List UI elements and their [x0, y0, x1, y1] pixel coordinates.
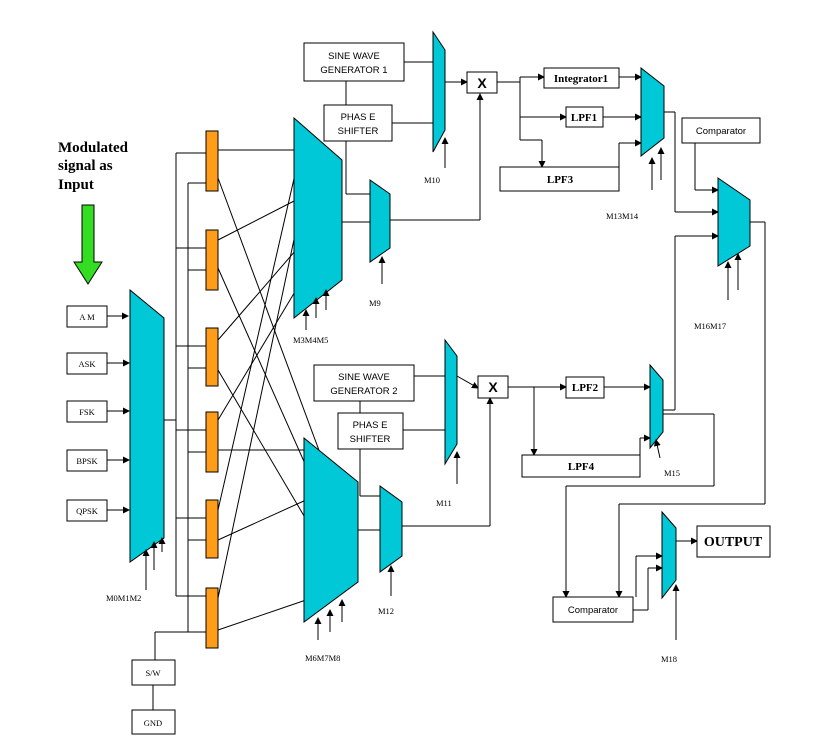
comparator-2: Comparator — [552, 596, 634, 623]
mux-m16m17 — [717, 177, 751, 267]
switch-6 — [205, 587, 219, 649]
gnd-block: GND — [131, 709, 176, 735]
output-mux-wires — [633, 537, 698, 611]
lower-filter-wires — [508, 383, 651, 456]
svg-text:SINE WAVE: SINE WAVE — [328, 51, 380, 62]
svg-text:GND: GND — [144, 718, 162, 728]
mux-m13-label: M13M14 — [606, 211, 639, 221]
input-fsk: FSK — [66, 400, 108, 423]
svg-text:BPSK: BPSK — [76, 456, 98, 466]
svg-text:A M: A M — [79, 312, 95, 322]
svg-text:LPF2: LPF2 — [572, 382, 599, 394]
svg-text:SHIFTER: SHIFTER — [338, 126, 379, 137]
mux-m16-label: M16M17 — [694, 321, 726, 331]
input-arrow-icon — [73, 204, 103, 285]
svg-text:GENERATOR 2: GENERATOR 2 — [330, 386, 397, 397]
svg-text:Integrator1: Integrator1 — [554, 73, 608, 85]
svg-text:Comparator: Comparator — [696, 126, 746, 137]
m15-output-wires — [562, 232, 719, 598]
mux-m10 — [432, 30, 446, 153]
phase-shifter-2: PHAS E SHIFTER — [337, 412, 404, 450]
lower-branch-wires — [358, 375, 494, 531]
mux-m0-label: M0M1M2 — [106, 593, 141, 603]
mux-m3-label: M3M4M5 — [293, 335, 328, 345]
integrator-1: Integrator1 — [543, 67, 620, 89]
svg-text:X: X — [477, 75, 487, 91]
input-bpsk: BPSK — [66, 449, 108, 472]
mux-m15-select — [653, 439, 661, 459]
switch-5 — [205, 499, 219, 559]
svg-text:Modulated: Modulated — [58, 140, 129, 156]
svg-text:LPF3: LPF3 — [547, 174, 574, 186]
switch-4 — [205, 411, 219, 473]
switch-2 — [205, 229, 219, 291]
mux-m12 — [379, 485, 403, 573]
svg-text:ASK: ASK — [78, 359, 96, 369]
mux-m16-select-arrows — [724, 253, 742, 300]
lpf4: LPF4 — [521, 454, 641, 478]
lpf3: LPF3 — [499, 166, 620, 192]
mux-m0m1m2 — [129, 288, 165, 563]
mux-m0-select-arrows — [142, 537, 166, 590]
input-am: A M — [66, 305, 108, 328]
switch-1 — [205, 130, 219, 192]
distribution-bus — [154, 152, 206, 660]
input-qpsk: QPSK — [66, 499, 108, 522]
mux-m12-label: M12 — [378, 606, 394, 616]
mux-m3m4m5 — [293, 116, 343, 320]
mux-m15-label: M15 — [664, 468, 680, 478]
svg-text:OUTPUT: OUTPUT — [704, 535, 763, 550]
mux-m3-select-arrows — [302, 289, 330, 330]
m16-output-wires — [615, 221, 766, 598]
svg-text:FSK: FSK — [79, 407, 95, 417]
lpf1: LPF1 — [565, 106, 604, 128]
svg-text:Input: Input — [58, 177, 94, 193]
mux-m9 — [369, 179, 391, 263]
mux-m6-label: M6M7M8 — [305, 653, 340, 663]
mux-m15 — [649, 363, 664, 450]
mux-m9-label: M9 — [369, 298, 381, 308]
svg-text:signal as: signal as — [58, 158, 113, 174]
sine-gen-1: SINE WAVE GENERATOR 1 — [303, 42, 405, 82]
upper-comparator-wires — [664, 111, 719, 216]
multiplier-1: X — [466, 71, 498, 94]
svg-text:S/W: S/W — [145, 668, 160, 678]
svg-text:PHAS E: PHAS E — [341, 112, 376, 123]
svg-text:GENERATOR 1: GENERATOR 1 — [320, 65, 387, 76]
mux-m13-select-arrows — [648, 147, 665, 190]
mux-m6-select-arrows — [314, 599, 346, 640]
mux-m18-label: M18 — [661, 654, 677, 664]
sw-block: S/W — [131, 659, 176, 686]
upper-filter-wires — [497, 73, 642, 179]
svg-text:X: X — [488, 379, 498, 395]
input-caption: Modulated signal as Input — [58, 140, 129, 193]
mux-m10-label: M10 — [424, 175, 440, 185]
svg-text:SINE WAVE: SINE WAVE — [338, 372, 390, 383]
mux-m11 — [444, 338, 458, 466]
mux-m6m7m8 — [303, 436, 359, 623]
svg-text:PHAS E: PHAS E — [353, 420, 388, 431]
output-block: OUTPUT — [696, 525, 771, 558]
sine-gen-2: SINE WAVE GENERATOR 2 — [313, 364, 415, 402]
input-ask: ASK — [66, 352, 108, 375]
multiplier-2: X — [477, 375, 509, 399]
mux-m18 — [661, 510, 677, 600]
svg-text:SHIFTER: SHIFTER — [350, 434, 391, 445]
phase-shifter-1: PHAS E SHIFTER — [323, 104, 393, 142]
input-wires — [107, 312, 130, 514]
mux-m13m14 — [640, 66, 665, 158]
mux-m11-label: M11 — [436, 498, 452, 508]
lpf2: LPF2 — [565, 376, 605, 399]
upper-branch-wires — [342, 61, 484, 223]
svg-text:QPSK: QPSK — [76, 506, 99, 516]
svg-text:Comparator: Comparator — [568, 605, 618, 616]
svg-text:LPF1: LPF1 — [571, 112, 597, 124]
switch-3 — [205, 327, 219, 387]
comparator-1: Comparator — [681, 117, 761, 144]
svg-text:LPF4: LPF4 — [568, 461, 595, 473]
